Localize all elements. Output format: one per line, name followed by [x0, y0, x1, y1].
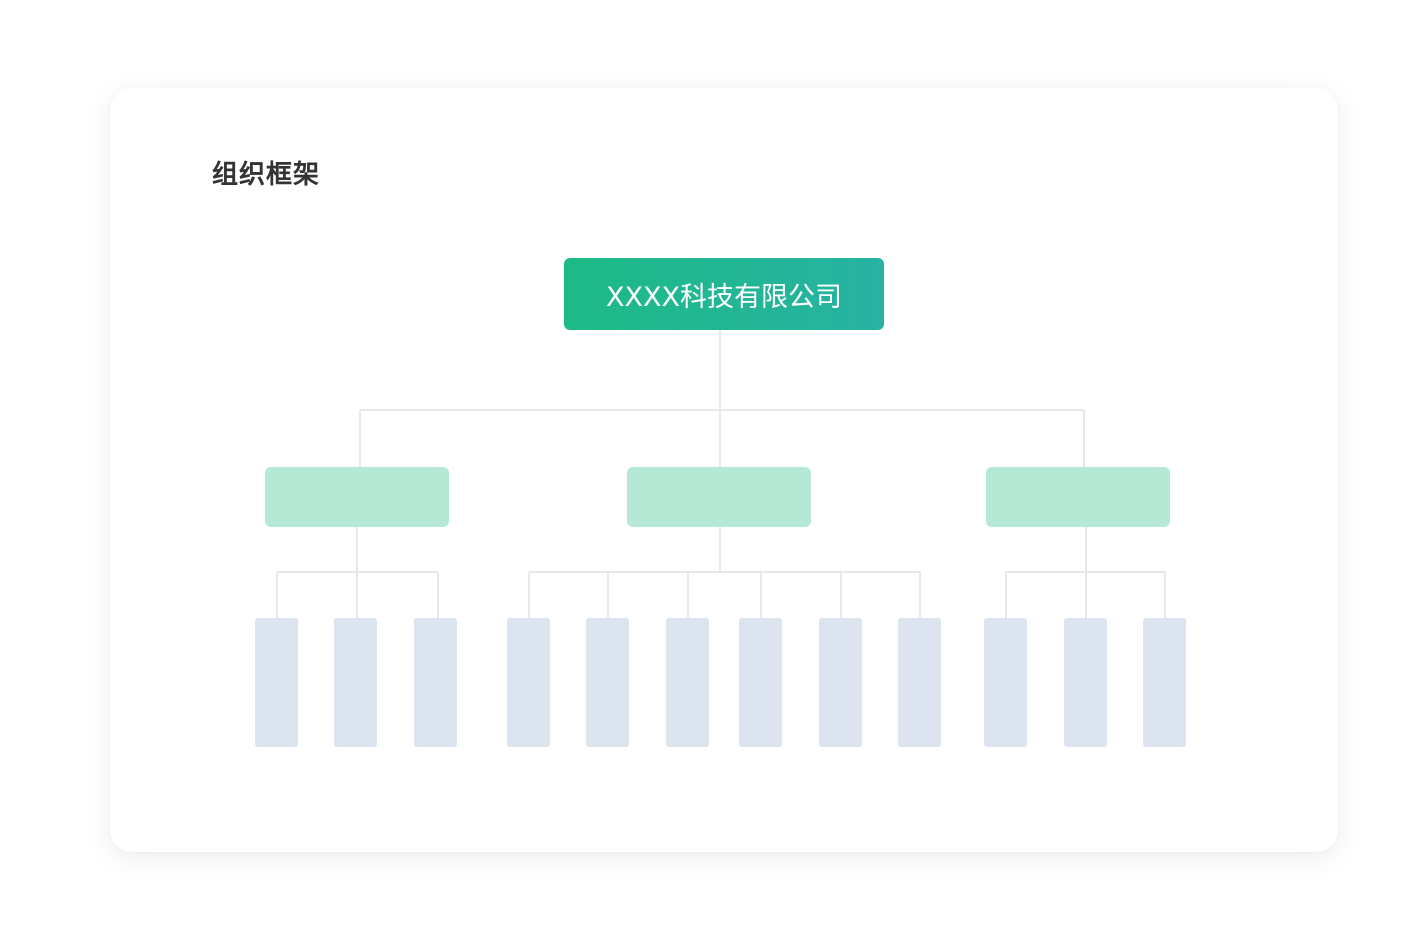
- team-node[interactable]: [586, 618, 629, 747]
- org-root-label: XXXX科技有限公司: [606, 281, 842, 313]
- team-node[interactable]: [666, 618, 709, 747]
- team-node[interactable]: [334, 618, 377, 747]
- team-node[interactable]: [255, 618, 298, 747]
- team-node[interactable]: [739, 618, 782, 747]
- team-node[interactable]: [414, 618, 457, 747]
- team-node[interactable]: [1064, 618, 1107, 747]
- team-node[interactable]: [898, 618, 941, 747]
- team-node[interactable]: [1143, 618, 1186, 747]
- department-node-1[interactable]: [265, 467, 449, 527]
- department-node-3[interactable]: [986, 467, 1170, 527]
- team-node[interactable]: [819, 618, 862, 747]
- team-node[interactable]: [507, 618, 550, 747]
- department-node-2[interactable]: [627, 467, 811, 527]
- org-root-node[interactable]: XXXX科技有限公司: [564, 258, 884, 330]
- page-title: 组织框架: [212, 160, 321, 190]
- team-node[interactable]: [984, 618, 1027, 747]
